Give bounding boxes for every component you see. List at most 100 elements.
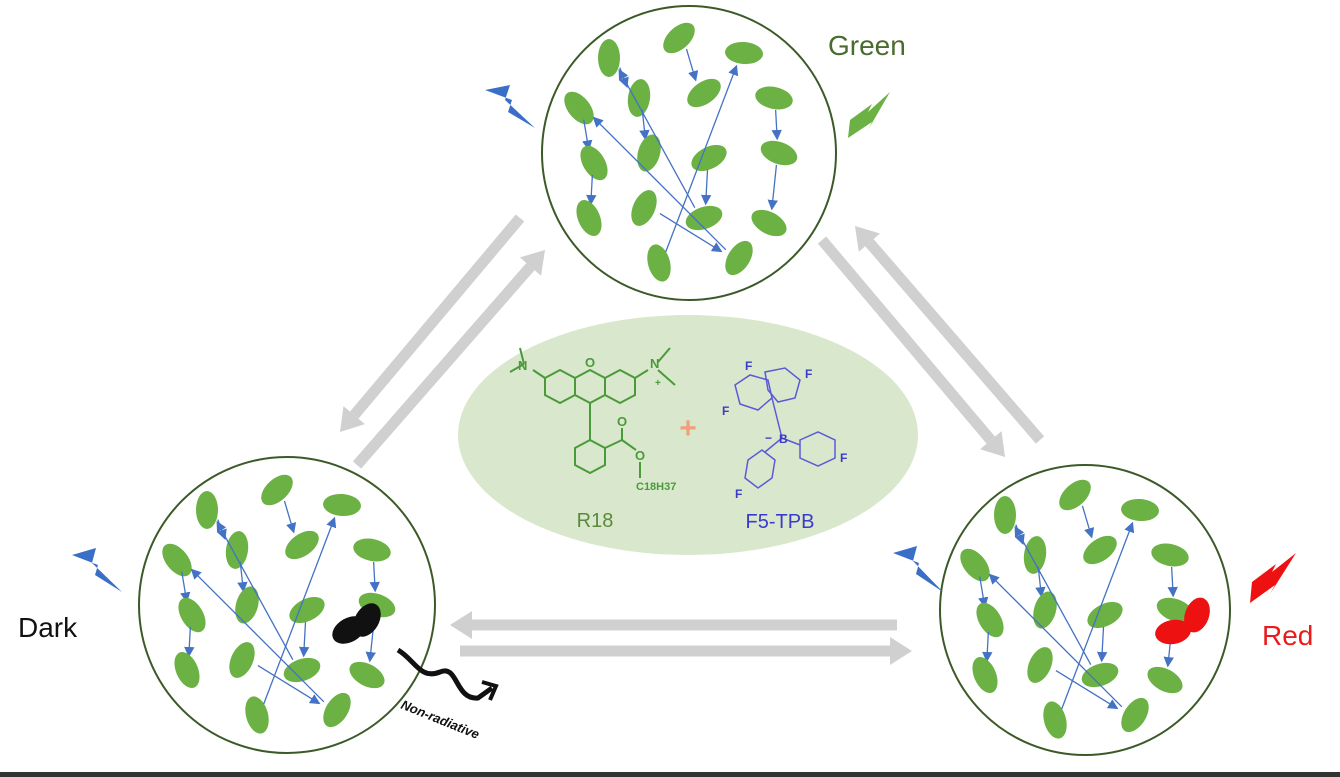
dye-particle xyxy=(353,538,391,562)
energy-transfer-arrow xyxy=(369,561,380,593)
dye-particle xyxy=(178,597,206,633)
dye-particle xyxy=(627,79,651,117)
equilibrium-arrow xyxy=(349,214,525,419)
lightning-emission-green-icon xyxy=(848,92,890,138)
dye-particle xyxy=(1087,601,1123,629)
dye-particle xyxy=(580,145,608,181)
equilibrium-arrowhead xyxy=(450,611,472,639)
energy-transfer-arrow xyxy=(982,631,993,663)
dye-particle xyxy=(691,144,727,172)
svg-text:+: + xyxy=(679,412,697,445)
f5tpb-charge: − xyxy=(765,431,772,445)
dye-particle xyxy=(1059,479,1091,511)
energy-transfer-arrow xyxy=(180,571,191,603)
dye-particle xyxy=(1151,543,1189,567)
dark-state-label: Dark xyxy=(18,612,78,643)
energy-transfer-arrow xyxy=(1096,626,1108,663)
lightning-excitation-icon xyxy=(893,546,943,592)
dye-particle xyxy=(174,651,200,689)
energy-transfer-arrow xyxy=(1167,566,1178,598)
energy-transfer-arrow xyxy=(685,48,699,82)
dye-particle xyxy=(1023,536,1047,574)
energy-transfer-arrow xyxy=(298,621,310,658)
r18-atom-n-plus: N xyxy=(650,356,659,371)
green-state-circle xyxy=(541,5,837,301)
dye-particle xyxy=(1156,597,1194,623)
dye-particle xyxy=(972,656,998,694)
dye-particle xyxy=(976,602,1004,638)
energy-transfer-arrow xyxy=(592,116,727,251)
equilibrium-arrows xyxy=(340,214,1045,665)
dye-particle xyxy=(235,586,259,624)
dye-particle xyxy=(229,642,255,678)
f5tpb-atom-f: F xyxy=(735,487,742,501)
f5tpb-atom-f: F xyxy=(805,367,812,381)
dye-particle xyxy=(1027,647,1053,683)
energy-transfer-arrow xyxy=(184,626,195,658)
bottom-border xyxy=(0,772,1340,777)
dye-particle xyxy=(576,199,602,237)
dye-particle xyxy=(755,86,793,110)
dye-particle xyxy=(1121,697,1149,733)
dye-particle xyxy=(647,244,671,282)
r18-chain: C18H37 xyxy=(636,481,676,493)
red-state-circle xyxy=(939,464,1231,756)
r18-atom-o-carbonyl: O xyxy=(617,414,627,429)
dye-particle xyxy=(162,543,192,577)
energy-transfer-arrow xyxy=(771,109,782,141)
r18-atom-o: O xyxy=(585,355,595,370)
dye-particle xyxy=(631,190,657,226)
dye-particle xyxy=(637,134,661,172)
r18-atom-o-ester: O xyxy=(635,448,645,463)
green-state-label: Green xyxy=(828,30,906,61)
dye-particle xyxy=(323,692,351,728)
dye-particle xyxy=(725,41,763,65)
dye-particle xyxy=(225,531,249,569)
dye-particle xyxy=(245,696,269,734)
equilibrium-arrowhead xyxy=(519,250,545,276)
r18-charge: + xyxy=(655,378,661,389)
dye-particle xyxy=(760,140,798,166)
energy-transfer-arrow xyxy=(263,516,337,705)
dye-particle xyxy=(663,22,695,54)
energy-transfer-arrow xyxy=(257,665,321,705)
energy-transfer-arrow xyxy=(639,109,650,141)
dye-particle xyxy=(261,474,293,506)
equilibrium-arrowhead xyxy=(340,406,365,432)
dye-particle xyxy=(1147,666,1183,694)
r18-structure xyxy=(509,347,676,478)
energy-transfer-arrow xyxy=(190,568,325,703)
f5tpb-atom-f: F xyxy=(745,359,752,373)
energy-transfer-arrow xyxy=(618,68,696,208)
dye-particle xyxy=(751,209,787,237)
energy-transfer-arrow xyxy=(978,576,989,608)
dye-particle xyxy=(960,548,990,582)
emitter-dimer-red xyxy=(1184,597,1210,633)
dye-particle xyxy=(196,491,218,529)
dye-particle xyxy=(725,240,753,276)
energy-transfer-arrow xyxy=(1061,521,1135,710)
energy-transfer-arrow xyxy=(665,64,739,253)
dye-particle xyxy=(994,496,1016,534)
dye-particle xyxy=(1081,662,1119,688)
f5tpb-atom-f: F xyxy=(722,404,729,418)
energy-transfer-arrow xyxy=(237,561,248,593)
energy-transfer-arrow xyxy=(1014,525,1092,665)
energy-transfer-arrow xyxy=(659,213,723,253)
wavy-arrow-icon xyxy=(396,647,494,701)
emitter-dimer-red xyxy=(1155,619,1191,645)
r18-atom-n: N xyxy=(518,358,527,373)
energy-transfer-arrow xyxy=(1055,670,1119,710)
f5tpb-atom-b: B xyxy=(779,432,788,446)
equilibrium-arrowhead xyxy=(980,431,1005,457)
equilibrium-arrowhead xyxy=(890,637,912,665)
energy-transfer-arrow xyxy=(1035,566,1046,598)
energy-transfer-arrow xyxy=(700,169,712,206)
lightning-excitation-icon xyxy=(485,85,535,128)
equilibrium-arrow xyxy=(352,262,535,469)
equilibrium-arrowhead xyxy=(855,226,880,252)
f5tpb-atom-f: F xyxy=(840,451,847,465)
dark-state-circle xyxy=(138,456,436,754)
